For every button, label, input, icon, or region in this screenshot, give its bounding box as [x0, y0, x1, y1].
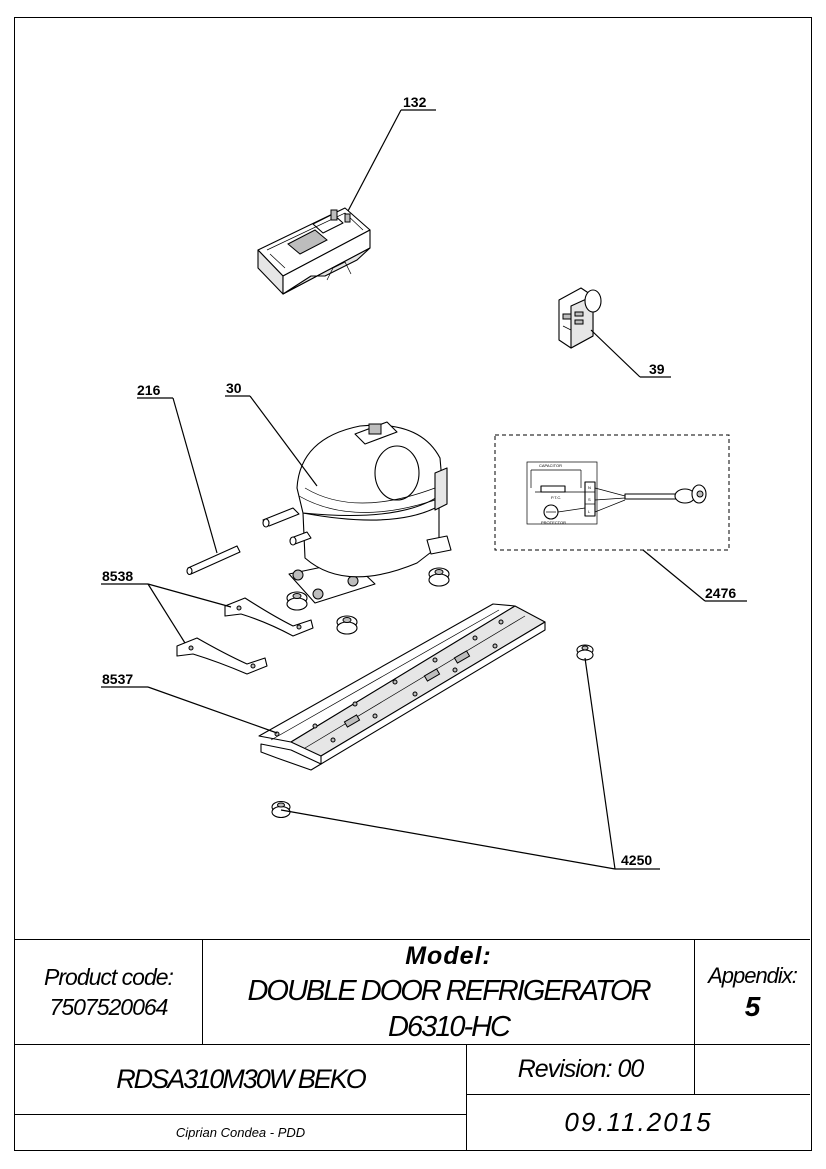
leader-line-8538-a: [147, 583, 232, 608]
callout-label-216: 216: [137, 382, 161, 398]
appendix-number: 5: [744, 991, 761, 1022]
title-block-bottom-row: RDSA310M30W BEKO Ciprian Condea - PDD Re…: [15, 1045, 810, 1150]
title-block-top-row: Product code: 7507520064 Model: DOUBLE D…: [15, 939, 810, 1045]
capacitor-label: CAPACITOR: [539, 463, 562, 468]
part-8537-base-rail: [258, 603, 546, 771]
model-cell: Model: DOUBLE DOOR REFRIGERATOR D6310-HC: [203, 940, 695, 1044]
title-block: Product code: 7507520064 Model: DOUBLE D…: [15, 939, 810, 1150]
model-code: RDSA310M30W BEKO: [15, 1045, 467, 1115]
product-code-label: Product code:: [44, 964, 174, 990]
part-39-relay: [558, 287, 602, 349]
callout-label-2476: 2476: [705, 585, 736, 601]
leader-line-8538-b: [147, 583, 186, 644]
appendix-label: Appendix:: [708, 963, 798, 988]
protector-label: PROTECTOR: [541, 520, 566, 525]
leader-line-4250-a: [280, 809, 616, 870]
terminal-s-label: S: [588, 497, 591, 502]
model-name: DOUBLE DOOR REFRIGERATOR D6310-HC: [247, 975, 651, 1043]
grommet-b: [428, 567, 450, 587]
part-132-relay-cover: [257, 207, 371, 295]
terminal-l-label: L: [588, 509, 591, 514]
leader-line-39: [590, 329, 641, 378]
grommet-a: [286, 591, 308, 611]
product-code-cell: Product code: 7507520064: [15, 940, 203, 1044]
part-216-process-tube: [186, 545, 241, 576]
part-8538-plates: [176, 597, 314, 675]
drawing-sheet: 132 39 216: [14, 17, 812, 1151]
terminal-n-label: N: [588, 485, 591, 490]
exploded-view-drawing: 132 39 216: [101, 94, 747, 870]
callout-label-132: 132: [403, 94, 427, 110]
wiring-diagram-frame: [526, 461, 598, 525]
callout-label-8538: 8538: [102, 568, 133, 584]
wiring-dashed-frame: [494, 434, 730, 551]
callout-label-39: 39: [649, 361, 665, 377]
ptc-label: P.T.C.: [551, 495, 561, 500]
author: Ciprian Condea - PDD: [15, 1115, 467, 1150]
appendix-cell: Appendix: 5: [695, 940, 810, 1044]
callout-label-8537: 8537: [102, 671, 133, 687]
callout-label-30: 30: [226, 380, 242, 396]
revision: Revision: 00: [467, 1045, 695, 1095]
product-code-value: 7507520064: [49, 994, 169, 1020]
callout-label-4250: 4250: [621, 852, 652, 868]
grommet-e: [271, 800, 291, 819]
leader-line-30: [249, 395, 318, 487]
rail-holes: [274, 619, 504, 743]
model-label: Model:: [405, 942, 492, 970]
leader-line-132: [347, 109, 402, 212]
grommet-d: [576, 644, 594, 661]
date: 09.11.2015: [564, 1107, 713, 1137]
leader-line-8537: [147, 686, 278, 734]
leader-line-216: [172, 397, 218, 554]
leader-line-2476: [642, 549, 706, 602]
part-30-compressor: [262, 421, 452, 604]
leader-line-4250-b: [584, 657, 616, 870]
part-2476-wiring-harness: CAPACITOR P.T.C. PROTECTOR N S L: [494, 434, 730, 551]
part-4250-grommets: [271, 567, 594, 819]
grommet-c: [336, 615, 358, 635]
blank-cell: [695, 1045, 810, 1095]
